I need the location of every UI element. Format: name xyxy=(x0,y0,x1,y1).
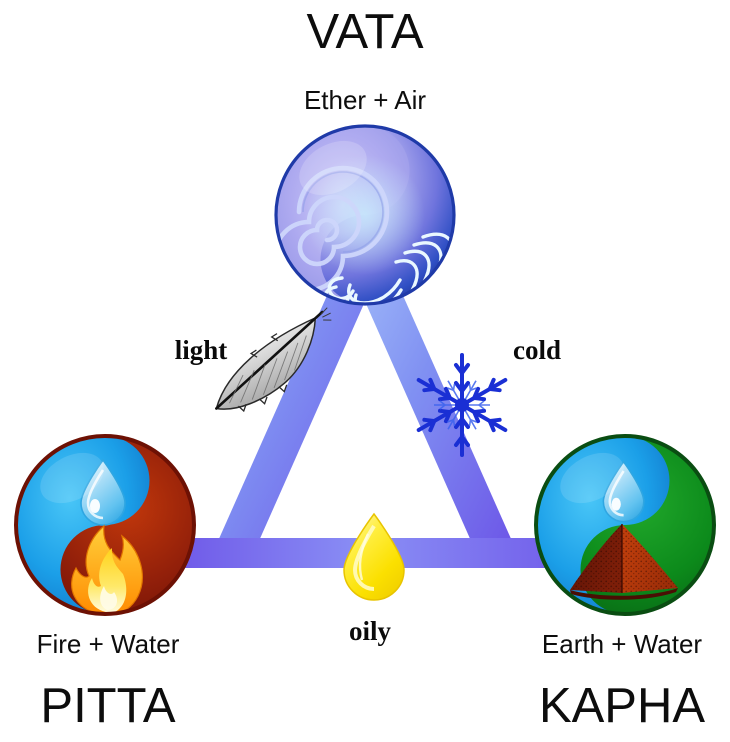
pitta-sphere-gloss xyxy=(40,452,104,504)
water-drop-icon xyxy=(602,460,645,523)
kapha-title: KAPHA xyxy=(539,679,705,733)
kapha-elements-label: Earth + Water xyxy=(542,629,702,659)
pitta-sphere[interactable] xyxy=(14,434,196,616)
pitta-title: PITTA xyxy=(40,679,176,733)
feather-icon xyxy=(215,307,332,413)
ether-spiral-highlight xyxy=(302,171,384,253)
pitta-sphere-rim xyxy=(14,434,196,616)
snowflake-icon xyxy=(416,353,508,457)
ether-spiral-icon xyxy=(276,165,390,293)
kapha-sphere[interactable] xyxy=(534,434,716,616)
water-drop-icon xyxy=(80,458,126,526)
flame-icon xyxy=(71,524,143,614)
vata-sphere-rim xyxy=(274,124,456,306)
oil-drop-icon xyxy=(343,512,405,601)
earth-mound-icon xyxy=(570,524,678,600)
vata-sphere[interactable] xyxy=(274,124,456,320)
vata-title: VATA xyxy=(306,5,423,59)
quality-label-light: light xyxy=(175,335,228,365)
pitta-elements-label: Fire + Water xyxy=(37,629,180,659)
kapha-sphere-rim xyxy=(534,434,716,616)
quality-label-cold: cold xyxy=(513,335,561,365)
kapha-sphere-gloss xyxy=(560,452,624,504)
vata-sphere-gloss xyxy=(299,140,367,196)
quality-label-oily: oily xyxy=(349,616,392,646)
vata-elements-label: Ether + Air xyxy=(304,85,426,115)
